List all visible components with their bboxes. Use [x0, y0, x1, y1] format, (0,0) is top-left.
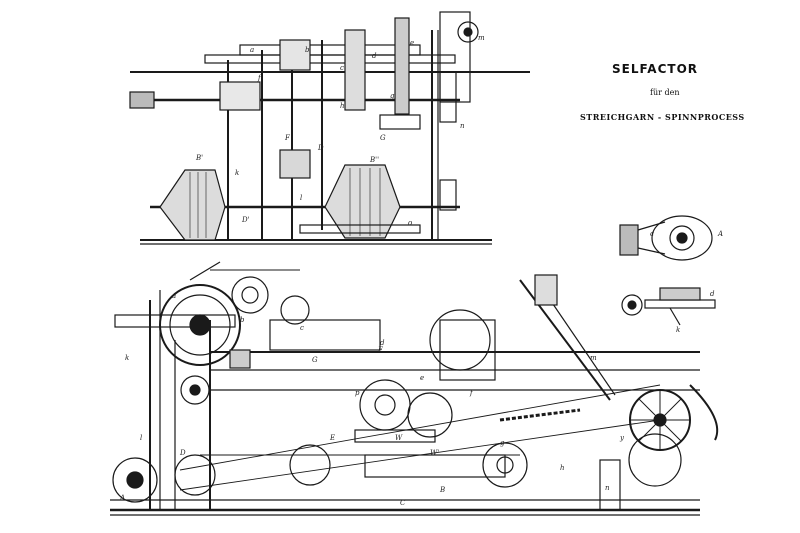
label-b-W1: W' — [430, 449, 439, 457]
label-f: f — [257, 74, 262, 82]
label-b-e: e — [420, 374, 424, 382]
label-g: g — [390, 92, 395, 100]
label-b-k: k — [125, 354, 129, 362]
top-plan-view — [129, 11, 530, 245]
bottom-view-labels: a b c d e f g h k l m n p A B C D E F G … — [119, 292, 625, 507]
label-n: n — [460, 122, 465, 130]
label-b-b: b — [240, 316, 245, 324]
top-view-labels: a b c d e f g h k l m n o B' B'' D D' F … — [195, 34, 485, 227]
label-B2: B'' — [369, 156, 379, 164]
label-b-A: A — [119, 494, 125, 502]
detail-figure-b — [621, 287, 716, 326]
label-h: h — [340, 102, 345, 110]
label-b-a: a — [172, 292, 176, 300]
label-b-G: G — [312, 356, 318, 364]
label-detail-c: c — [650, 230, 654, 238]
label-b: b — [305, 46, 310, 54]
label-b-p: p — [355, 389, 360, 397]
label-detail-k: k — [676, 326, 680, 334]
label-b-y: y — [619, 434, 625, 442]
label-D1: D' — [241, 216, 250, 224]
label-b-C: C — [400, 499, 406, 507]
label-e: e — [410, 39, 414, 47]
label-b-n: n — [605, 484, 610, 492]
label-o: o — [408, 219, 412, 227]
label-k: k — [235, 169, 239, 177]
label-b-d: d — [380, 339, 385, 347]
label-B1: B' — [195, 154, 203, 162]
label-b-f: f — [469, 389, 474, 397]
label-b-h: h — [560, 464, 565, 472]
detail-figure-a — [619, 215, 713, 261]
label-c: c — [340, 64, 344, 72]
label-d: d — [372, 52, 377, 60]
label-detail-d: d — [710, 290, 715, 298]
label-G: G — [380, 134, 386, 142]
label-a: a — [250, 46, 254, 54]
label-b-l: l — [140, 434, 142, 442]
label-b-D: D — [179, 449, 186, 457]
label-F: F — [284, 134, 291, 142]
label-b-F: F — [377, 346, 384, 354]
label-b-g: g — [500, 439, 505, 447]
label-b-m: m — [590, 354, 597, 362]
label-b-c: c — [300, 324, 304, 332]
plate-subtitle: für den — [650, 88, 680, 97]
label-b-W: W — [395, 434, 403, 442]
label-b-E: E — [329, 434, 335, 442]
label-detail-A: A — [717, 230, 723, 238]
plate-title: SELFACTOR — [612, 62, 699, 76]
label-l: l — [300, 194, 302, 202]
label-m: m — [478, 34, 485, 42]
bottom-elevation-view — [110, 261, 719, 516]
plate-process: STREICHGARN - SPINNPROCESS — [580, 112, 745, 122]
detail-labels: A c d k — [650, 230, 723, 334]
label-b-B: B — [439, 486, 445, 494]
label-D: D — [317, 144, 324, 152]
